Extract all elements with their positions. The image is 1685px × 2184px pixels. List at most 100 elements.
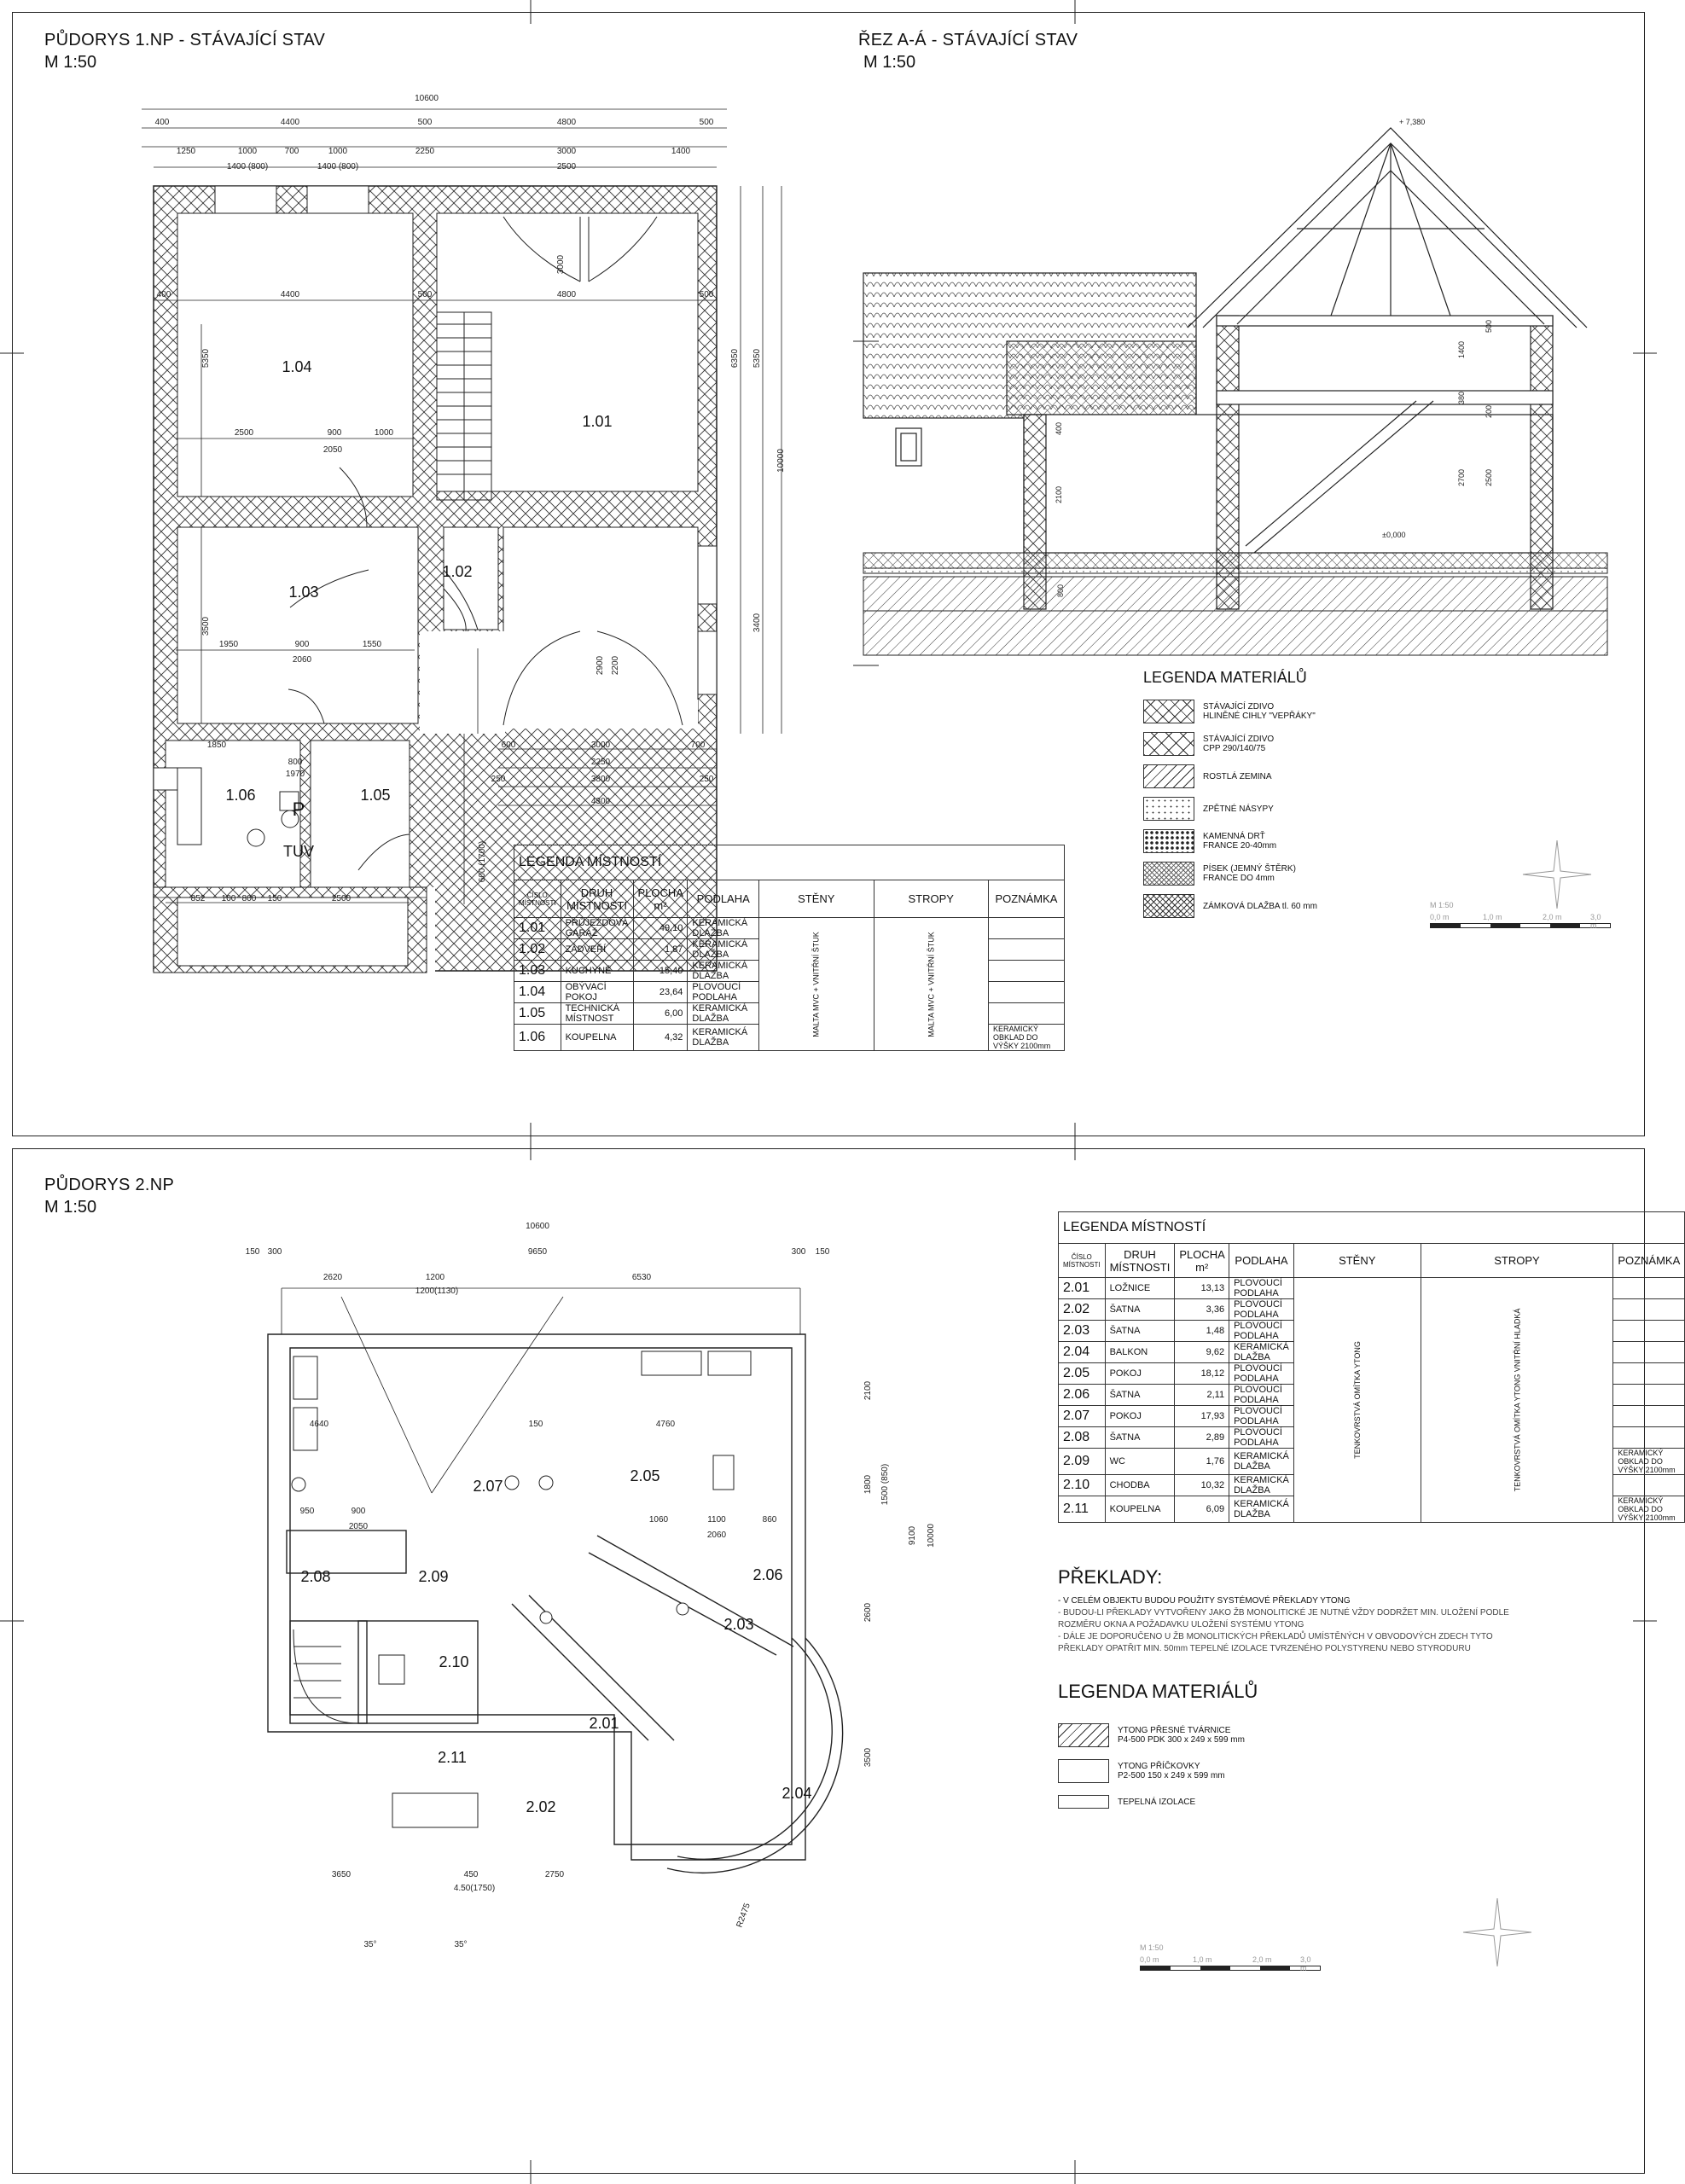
- materials-legend-title-1np: LEGENDA MATERIÁLŮ: [1143, 669, 1307, 686]
- dim-label: 3000: [557, 147, 577, 156]
- dim-label: 5350: [752, 348, 762, 368]
- section-aa: + 7,380 ±0,000 400 2100 1400 2700 2500 5…: [863, 118, 1608, 656]
- room-floor: KERAMICKÁ DLAŽBA: [687, 960, 760, 982]
- dim-label: 4300: [591, 797, 611, 806]
- legend-header: PLOCHA m²: [632, 880, 689, 918]
- room-code: 2.05: [1058, 1362, 1106, 1385]
- dim-label: 2620: [323, 1273, 343, 1282]
- room-type: ŠATNA: [1104, 1384, 1176, 1406]
- room-floor: KERAMICKÁ DLAŽBA: [1229, 1448, 1294, 1475]
- section-label: 1400: [1457, 341, 1466, 358]
- material-label: ZPĚTNÉ NÁSYPY: [1203, 804, 1274, 814]
- dim-label: 4800: [557, 118, 577, 127]
- dim-label: 2060: [707, 1531, 727, 1540]
- room-type: KOUPELNA: [1104, 1496, 1176, 1523]
- dim-label: 2250: [415, 147, 435, 156]
- swatch-pavers: [1143, 894, 1194, 918]
- material-sub: P4-500 PDK 300 x 249 x 599 mm: [1118, 1735, 1245, 1745]
- dim-label: 2600: [863, 1602, 873, 1622]
- section-label: 200: [1485, 405, 1493, 418]
- room-code: 1.05: [514, 1002, 561, 1025]
- dim-label: 1000: [328, 147, 348, 156]
- room-label: 1.05: [360, 787, 390, 804]
- dim-label: 1060: [649, 1515, 669, 1525]
- fixtures-1np: [177, 767, 299, 847]
- room-code: 1.06: [514, 1024, 561, 1051]
- swatch-dots: [1143, 797, 1194, 821]
- dim-label: 1550: [363, 640, 382, 649]
- material-label: YTONG PŘESNÉ TVÁRNICE: [1118, 1726, 1231, 1735]
- room-label: 2.04: [781, 1785, 811, 1802]
- roof-lines-2np: [281, 1287, 801, 1494]
- dim-label: 600 (1700): [478, 841, 487, 882]
- dim-label: 2050: [323, 445, 343, 455]
- material-sub: P2-500 150 x 249 x 599 mm: [1118, 1771, 1225, 1780]
- legend-header: ČÍSLO MÍSTNOSTI: [1058, 1243, 1106, 1278]
- dim-label: 300: [792, 1247, 806, 1257]
- scale-bar-label: M 1:50: [1140, 1943, 1164, 1952]
- compass-2: [1462, 1897, 1532, 1967]
- dim-label: 250: [700, 775, 714, 784]
- material-item: ZPĚTNÉ NÁSYPY: [1143, 797, 1274, 821]
- dim-label: 900: [328, 428, 342, 438]
- scale-bar-1: M 1:50 0,0 m 1,0 m 2,0 m 3,0 m: [1430, 901, 1611, 935]
- legend-header: POZNÁMKA: [1612, 1243, 1685, 1278]
- dim-label: 1250: [177, 147, 196, 156]
- scale-tick: 1,0 m: [1483, 913, 1502, 921]
- room-floor: PLOVOUCÍ PODLAHA: [1229, 1277, 1294, 1299]
- room-floor: PLOVOUCÍ PODLAHA: [687, 981, 760, 1003]
- plan-1np-scale: M 1:50: [44, 53, 97, 72]
- room-note: KERAMICKÝ OBKLAD DO VÝŠKY 2100mm: [1612, 1496, 1685, 1523]
- dim-label: 35°: [363, 1940, 376, 1949]
- room-note: [1612, 1362, 1685, 1385]
- room-label: 1.06: [225, 787, 255, 804]
- room-note: [1612, 1341, 1685, 1363]
- room-area: 9,62: [1174, 1341, 1230, 1363]
- room-floor: KERAMICKÁ DLAŽBA: [1229, 1341, 1294, 1363]
- material-label: STÁVAJÍCÍ ZDIVO: [1203, 702, 1275, 712]
- scale-tick: 2,0 m: [1252, 1955, 1272, 1964]
- dim-label: 1950: [219, 640, 239, 649]
- material-sub: HLINĚNÉ CIHLY "VEPŘÁKY": [1203, 712, 1316, 721]
- dim-label: 2500: [332, 894, 352, 903]
- room-label: TUV: [283, 843, 314, 860]
- material-sub: FRANCE DO 4mm: [1203, 874, 1275, 883]
- swatch-cross: [1143, 700, 1194, 723]
- room-label: 1.01: [582, 413, 612, 430]
- section-label: 500: [1485, 320, 1493, 333]
- room-note: [1612, 1320, 1685, 1342]
- dim-label: 3000: [556, 254, 566, 274]
- stairs-2np: [293, 1629, 359, 1724]
- scale-tick: 3,0 m: [1300, 1955, 1311, 1972]
- dim-label: 6350: [730, 348, 740, 368]
- room-type: POKOJ: [1104, 1405, 1176, 1427]
- section-label: + 7,380: [1399, 118, 1425, 126]
- dim-label: 1400 (800): [227, 162, 268, 171]
- dim-label: 2250: [591, 758, 611, 767]
- room-floor: KERAMICKÁ DLAŽBA: [1229, 1474, 1294, 1496]
- dim-label: 10600: [526, 1222, 549, 1231]
- dim-label: 3650: [332, 1870, 352, 1879]
- legend-header: PLOCHA m²: [1174, 1243, 1230, 1278]
- dim-label: 2900: [596, 655, 605, 675]
- legend-header: PODLAHA: [687, 880, 760, 918]
- room-label: 2.03: [723, 1616, 753, 1633]
- lintels-notes: - V CELÉM OBJEKTU BUDOU POUŽITY SYSTÉMOV…: [1058, 1595, 1604, 1655]
- dim-label: 500: [700, 290, 714, 299]
- room-code: 2.10: [1058, 1474, 1106, 1496]
- scale-tick: 3,0 m: [1590, 913, 1601, 930]
- room-floor: PLOVOUCÍ PODLAHA: [1229, 1384, 1294, 1406]
- room-floor: KERAMICKÁ DLAŽBA: [687, 1024, 760, 1051]
- floor-plan-2np: 10600 150 300 9650 300 150 2620 1200 653…: [246, 1222, 936, 1949]
- dim-label: 150: [268, 894, 282, 903]
- furniture-2np: [291, 1350, 752, 1828]
- lintel-line: ROZMĚRU OKNA A POŽADAVKU ULOŽENÍ SYSTÉMU…: [1058, 1620, 1304, 1629]
- rooms-legend-2np: LEGENDA MÍSTNOSTÍ ČÍSLO MÍSTNOSTI DRUH M…: [1057, 1211, 1685, 1523]
- room-note: KERAMICKÝ OBKLAD DO VÝŠKY 2100mm: [987, 1024, 1066, 1051]
- room-floor: PLOVOUCÍ PODLAHA: [1229, 1298, 1294, 1321]
- room-label: 2.11: [438, 1749, 467, 1766]
- dim-label: 900: [295, 640, 310, 649]
